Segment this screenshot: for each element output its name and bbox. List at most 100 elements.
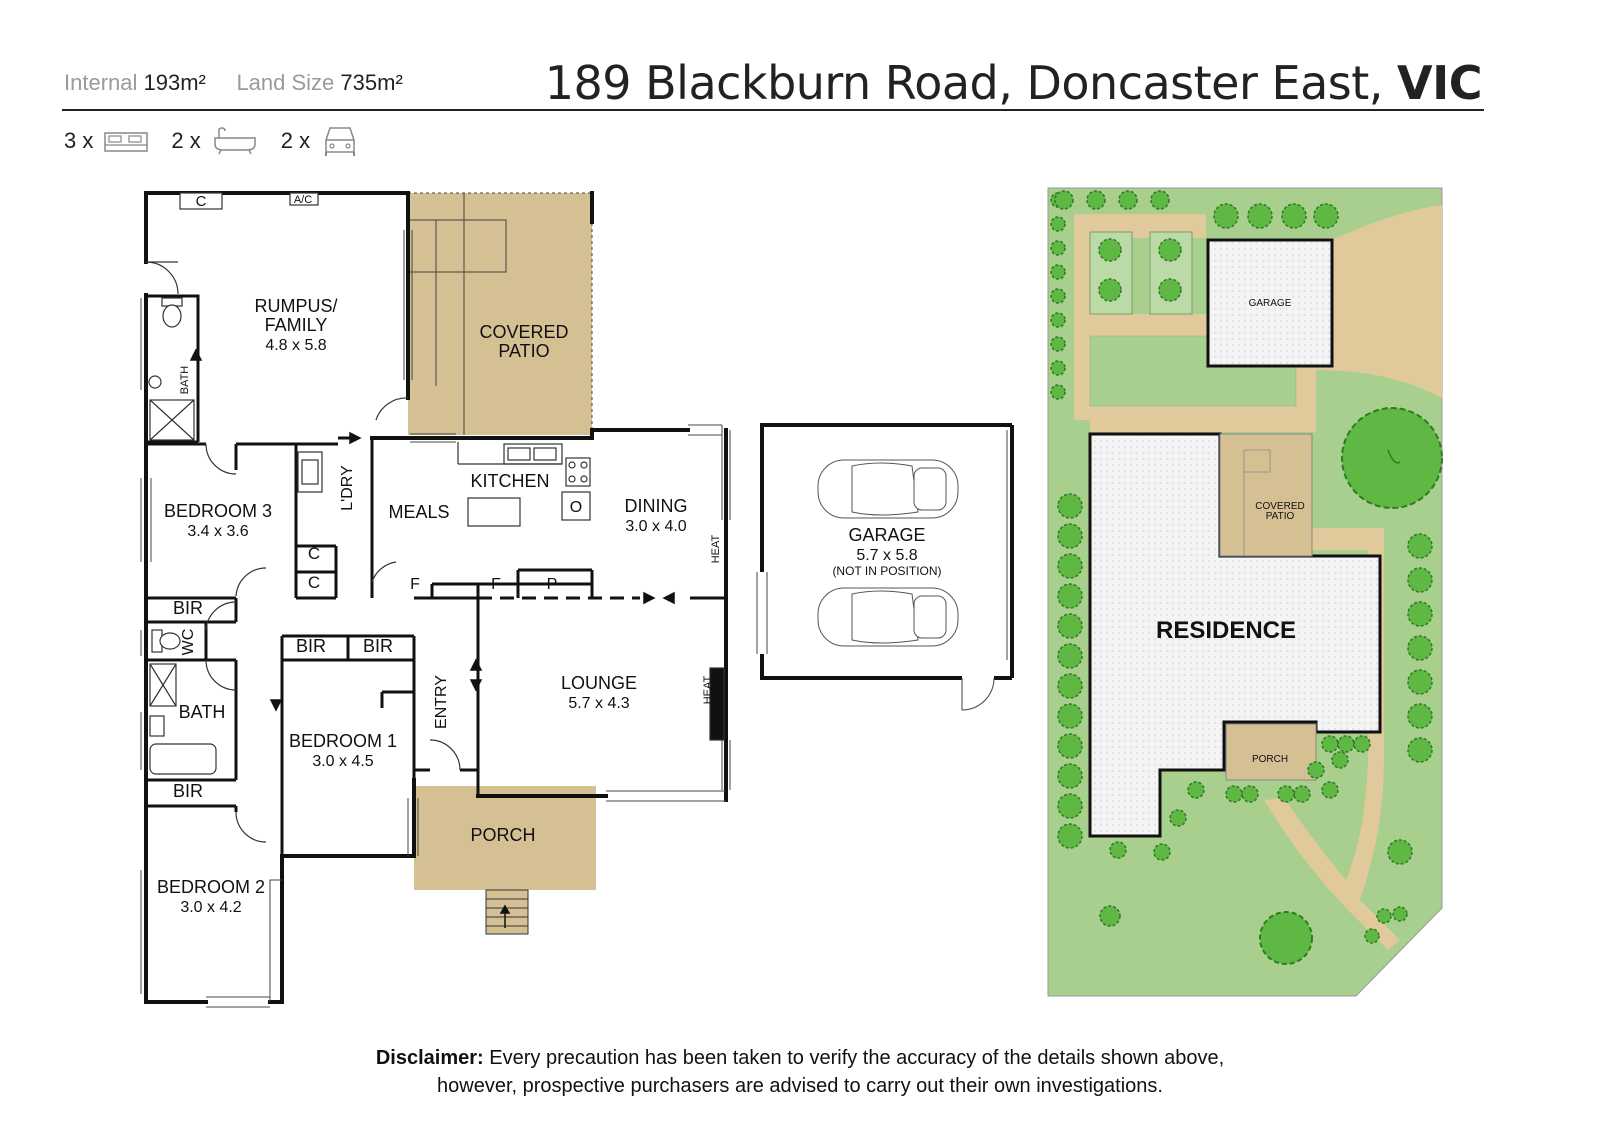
garage-label: GARAGE (848, 525, 925, 545)
shrub (1158, 238, 1182, 262)
cars-count: 2 x (280, 128, 311, 153)
house-floorplan: RUMPUS/ FAMILY 4.8 x 5.8 COVERED PATIO B… (140, 191, 731, 1008)
shrub (1407, 567, 1433, 593)
tree-lower (1259, 911, 1313, 965)
land-size-label: Land Size (236, 70, 335, 95)
room-lounge: LOUNGE (561, 673, 637, 693)
baths-feature: 2 x (171, 126, 258, 156)
shrub (1057, 583, 1083, 609)
bed-icon (104, 132, 149, 152)
pantry-p: P (547, 576, 558, 593)
shrub (1407, 635, 1433, 661)
shrub (1086, 190, 1106, 210)
room-bedroom2: BEDROOM 2 (157, 877, 265, 897)
site-covered-l1: COVERED (1255, 501, 1304, 512)
room-bedroom3: BEDROOM 3 (164, 501, 272, 521)
shrub (1321, 735, 1339, 753)
room-bath-lower: BATH (179, 702, 226, 722)
fridge-f2: F (491, 576, 501, 593)
shrub (1050, 360, 1066, 376)
shrub (1407, 703, 1433, 729)
room-entry: ENTRY (433, 675, 450, 729)
shrub (1387, 839, 1413, 865)
shrub (1050, 384, 1066, 400)
shrub (1376, 908, 1392, 924)
room-covered-patio-l1: COVERED (479, 322, 568, 342)
cupboard-c-top: C (196, 193, 207, 210)
fridge-f1: F (410, 576, 420, 593)
site-residence-label: RESIDENCE (1156, 617, 1296, 644)
site-plan: GARAGE RESIDENCE COVERED PATIO PORCH (1047, 187, 1443, 997)
land-size-value: 735m² (340, 70, 403, 95)
room-covered-patio-l2: PATIO (498, 341, 549, 361)
shrub (1057, 793, 1083, 819)
room-bedroom1: BEDROOM 1 (289, 731, 397, 751)
cupboard-c2: C (308, 573, 320, 592)
cupboard-c1: C (308, 544, 320, 563)
hedge-shrubs (1050, 190, 1433, 944)
oven-o: O (570, 499, 582, 516)
shrub (1057, 643, 1083, 669)
room-rumpus-l1: RUMPUS/ (254, 296, 337, 316)
porch-area (414, 786, 596, 890)
room-bedroom3-dim: 3.4 x 3.6 (187, 523, 248, 540)
room-dining: DINING (625, 496, 688, 516)
address-state: VIC (1397, 56, 1482, 110)
shrub (1098, 238, 1122, 262)
shrub (1313, 203, 1339, 229)
shrub (1050, 240, 1066, 256)
shrub (1187, 781, 1205, 799)
shrub (1057, 493, 1083, 519)
room-laundry: L'DRY (339, 465, 356, 511)
shrub (1353, 735, 1371, 753)
room-dining-dim: 3.0 x 4.0 (625, 518, 686, 535)
disclaimer-line2: however, prospective purchasers are advi… (437, 1075, 1163, 1097)
site-porch-label: PORCH (1252, 754, 1288, 765)
shrub (1098, 278, 1122, 302)
room-kitchen: KITCHEN (470, 471, 549, 491)
shrub (1331, 751, 1349, 769)
address-main: 189 Blackburn Road, Doncaster East, (544, 56, 1384, 110)
car-top (817, 459, 959, 519)
shrub (1407, 737, 1433, 763)
shrub (1050, 264, 1066, 280)
address-title: 189 Blackburn Road, Doncaster East, VIC (544, 56, 1483, 110)
shrub (1153, 843, 1171, 861)
bir-bedroom3: BIR (173, 598, 203, 618)
room-wc: WC (180, 629, 197, 656)
disclaimer-line1: Every precaution has been taken to verif… (489, 1047, 1225, 1069)
shrub (1057, 703, 1083, 729)
shrub (1057, 673, 1083, 699)
room-meals: MEALS (388, 502, 449, 522)
room-bedroom2-dim: 3.0 x 4.2 (180, 899, 241, 916)
bathtub-icon (213, 127, 256, 155)
feature-icons: 3 x 2 x 2 x (64, 124, 382, 158)
shrub (1392, 906, 1408, 922)
shrub (1247, 203, 1273, 229)
room-bath-upper: BATH (179, 366, 191, 395)
shrub (1057, 733, 1083, 759)
shrub (1050, 336, 1066, 352)
shrub (1057, 553, 1083, 579)
ac-unit: A/C (294, 194, 312, 206)
shrub (1407, 669, 1433, 695)
garage-note: (NOT IN POSITION) (832, 564, 941, 578)
shrub (1364, 928, 1380, 944)
bir-bedroom1-b: BIR (363, 636, 393, 656)
shrub (1050, 312, 1066, 328)
shrub (1050, 216, 1066, 232)
garage-plan: GARAGE 5.7 x 5.8 (NOT IN POSITION) (756, 423, 1014, 711)
car-icon (325, 127, 356, 156)
baths-count: 2 x (171, 128, 201, 153)
disclaimer: Disclaimer: Every precaution has been ta… (0, 1044, 1600, 1100)
internal-label: Internal (64, 70, 138, 95)
shrub (1054, 190, 1074, 210)
area-summary: Internal 193m² Land Size 735m² (64, 70, 403, 96)
shrub (1169, 809, 1187, 827)
shrub (1150, 190, 1170, 210)
covered-patio-area (408, 193, 592, 435)
garage-dim: 5.7 x 5.8 (856, 547, 917, 564)
room-rumpus-dim: 4.8 x 5.8 (265, 337, 326, 354)
beds-feature: 3 x (64, 127, 149, 155)
shrub (1241, 785, 1259, 803)
